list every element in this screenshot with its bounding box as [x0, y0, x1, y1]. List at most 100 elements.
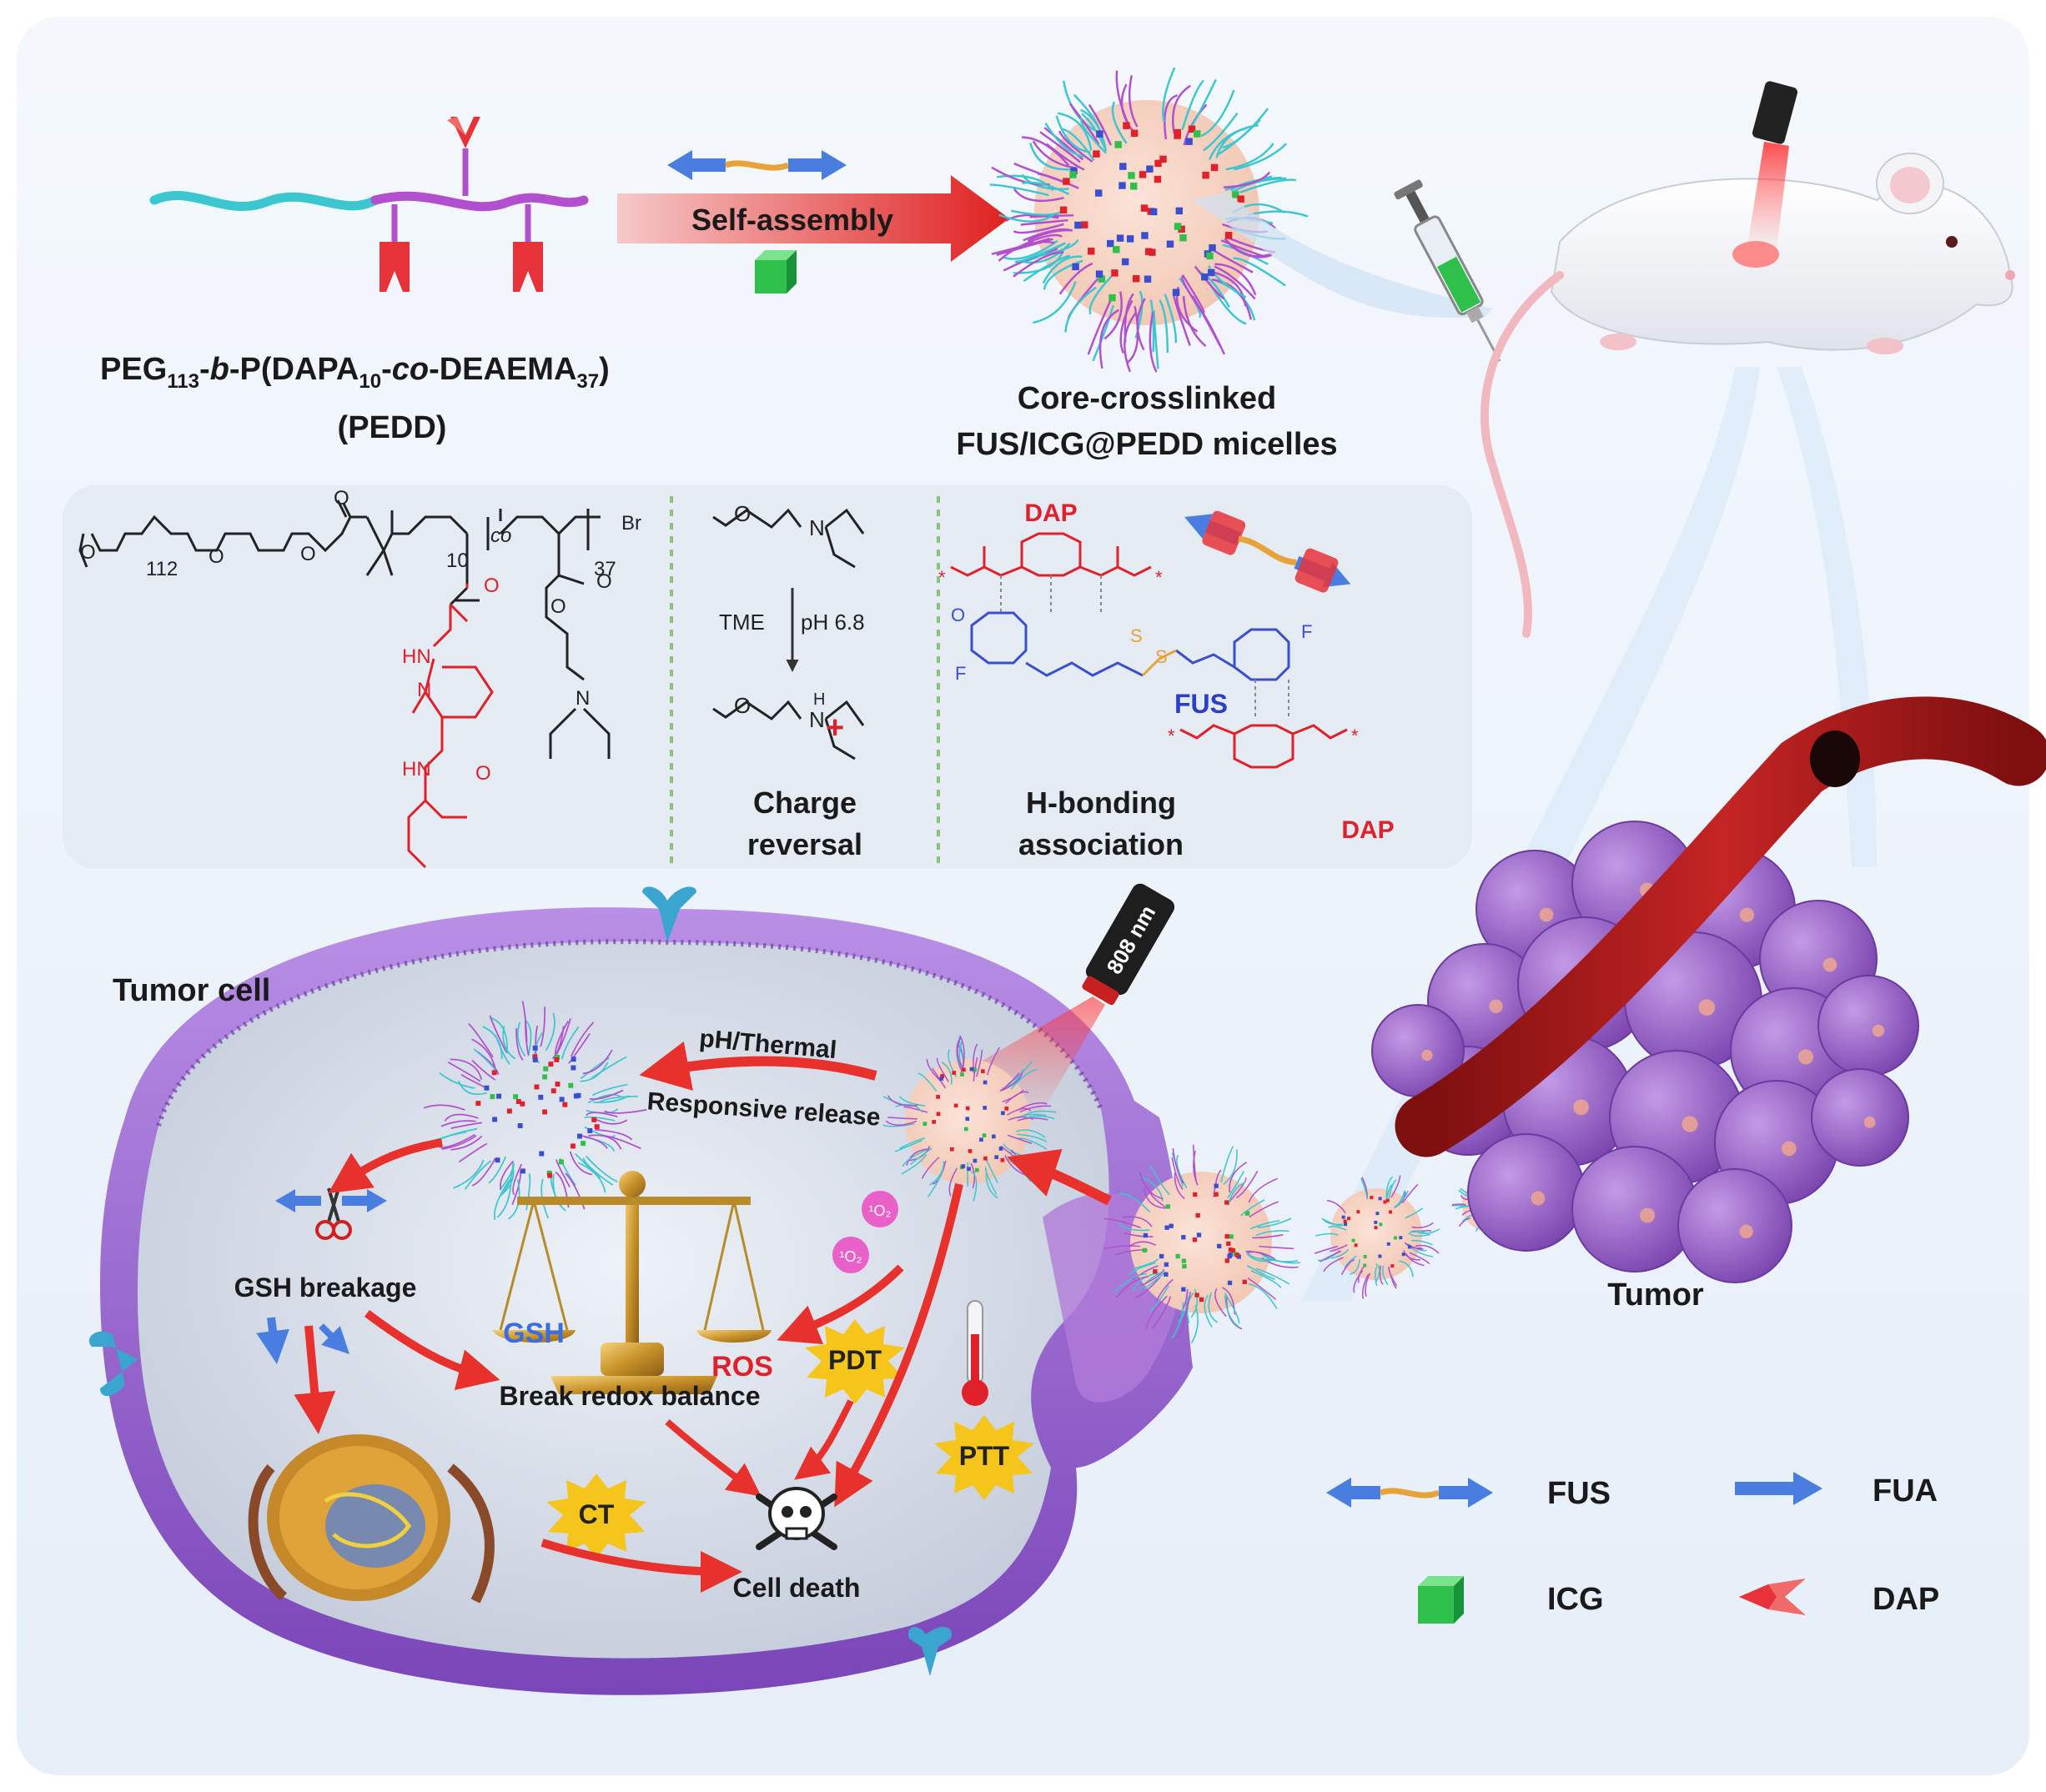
micelle-cargo	[555, 1082, 561, 1087]
micelle-chain	[1247, 1277, 1276, 1300]
micelle-chain	[998, 213, 1055, 223]
micelle-cargo	[1172, 289, 1180, 296]
micelle-cargo	[1385, 1198, 1390, 1202]
micelle-cargo	[1059, 206, 1068, 214]
micelle-chain	[1003, 239, 1058, 260]
micelle-cargo	[1140, 204, 1149, 212]
atom-hn-red: HN	[402, 645, 431, 668]
micelle-cargo	[515, 1099, 521, 1104]
micelle-cargo	[932, 1120, 936, 1124]
micelle-cargo	[532, 1054, 538, 1060]
micelle-chain	[1132, 1258, 1159, 1270]
micelle-chain	[1379, 1265, 1384, 1285]
micelle-cargo	[1232, 191, 1239, 198]
micelle-chain	[1023, 228, 1070, 242]
micelle-cargo	[1114, 141, 1122, 148]
micelle-cargo	[973, 1067, 978, 1072]
micelle-chain	[578, 1162, 606, 1193]
micelle-cargo	[1214, 1183, 1219, 1188]
micelle-chain	[1320, 1250, 1342, 1262]
ct-burst: CT	[546, 1473, 646, 1559]
micelle-chain	[1103, 291, 1123, 340]
micelle-cargo	[983, 1156, 988, 1161]
micelle-cargo	[517, 1122, 523, 1128]
micelle-chain	[882, 1122, 915, 1127]
micelle-cargo	[542, 1074, 548, 1080]
micelle-cargo	[1228, 1252, 1233, 1257]
micelle-cargo	[1130, 129, 1139, 137]
micelle-chain	[929, 1161, 945, 1186]
micelle-cargo	[962, 1067, 966, 1072]
micelle-cargo	[1144, 248, 1153, 255]
micelle-chain	[588, 1134, 622, 1150]
micelle-cargo	[1224, 1200, 1229, 1205]
receptor-icon	[88, 886, 952, 1676]
micelle-cargo	[1341, 1215, 1345, 1219]
micelle-chain	[464, 1160, 492, 1190]
micelle-chain	[1203, 113, 1239, 152]
micelle-chain	[1193, 1150, 1199, 1186]
atom-o-red: O	[475, 762, 491, 785]
micelle-chain	[1092, 304, 1114, 362]
legend-item-icg: ICG	[1418, 1576, 1604, 1624]
polymer-abbreviation: (PEDD)	[338, 410, 447, 445]
micelle-chain	[1062, 128, 1095, 162]
micelle-cargo	[1242, 1279, 1247, 1285]
micelle-cargo	[1224, 232, 1233, 239]
micelle-cargo	[568, 1082, 574, 1088]
micelle-cargo	[484, 1085, 490, 1091]
tumor-particle-spot	[1531, 1191, 1546, 1206]
tumor-illustration	[1371, 696, 2046, 1283]
micelle-chain	[1182, 295, 1207, 348]
break-redox-label: Break redox balance	[499, 1381, 760, 1411]
micelle-cargo	[1370, 1196, 1374, 1200]
micelle-cargo	[1116, 234, 1124, 242]
micelle-chain	[604, 1108, 647, 1114]
micelle-chain	[1331, 1248, 1350, 1259]
micelle-cargo	[1188, 125, 1196, 133]
legend-label-dap: DAP	[1873, 1582, 1939, 1617]
nucleus-illustration	[248, 1434, 495, 1604]
micelle-core	[1330, 1188, 1422, 1280]
deaema-repeat-count: 37	[594, 558, 616, 580]
micelle-chain	[1315, 1232, 1339, 1237]
ph-label: pH 6.8	[801, 610, 865, 635]
micelle-chain	[1151, 1296, 1172, 1329]
micelle-cargo	[940, 1074, 945, 1078]
micelle-cargo	[1386, 1242, 1390, 1246]
micelle-chain	[1127, 306, 1139, 364]
micelle-chain	[582, 1157, 614, 1186]
micelle-chain	[1214, 265, 1256, 300]
micelle-chain	[1044, 122, 1084, 158]
micelle-chain	[1122, 1216, 1153, 1227]
micelle-chain	[468, 1022, 494, 1058]
balance-scale-icon	[492, 1171, 772, 1394]
micelle-chain	[1087, 300, 1112, 355]
micelle-cargo	[520, 1168, 525, 1174]
micelle-chain	[1080, 117, 1108, 154]
micelle-cargo	[1175, 207, 1184, 215]
micelle-cargo	[1344, 1222, 1348, 1227]
micelle-chain	[488, 1156, 507, 1184]
micelle-chain	[1247, 1251, 1275, 1260]
arrow-micelle-to-gsh	[328, 1138, 443, 1194]
micelle-chain	[1240, 1199, 1265, 1217]
micelle-chain	[989, 183, 1049, 197]
micelle-cargo	[1159, 155, 1167, 163]
legend-item-fus: FUS	[1326, 1476, 1611, 1511]
micelle-cargo	[1174, 223, 1182, 230]
micelle-cargo	[1095, 270, 1103, 278]
micelle-chain	[1136, 298, 1146, 351]
micelle-cargo	[539, 1151, 545, 1157]
micelle-chain	[1001, 1072, 1023, 1092]
micelle-cargo	[492, 1117, 498, 1122]
micelle-chain	[453, 1159, 485, 1189]
atom-o: O	[951, 605, 965, 625]
gsh-breakage-label: GSH breakage	[234, 1272, 417, 1303]
micelle-cargo	[1113, 245, 1120, 253]
micelle-chain	[568, 1032, 591, 1064]
laser-pointer-icon	[1752, 81, 1798, 144]
cell-death-label: Cell death	[733, 1573, 861, 1603]
micelle-cargo	[994, 1155, 999, 1159]
micelle-chain	[1227, 1171, 1244, 1198]
